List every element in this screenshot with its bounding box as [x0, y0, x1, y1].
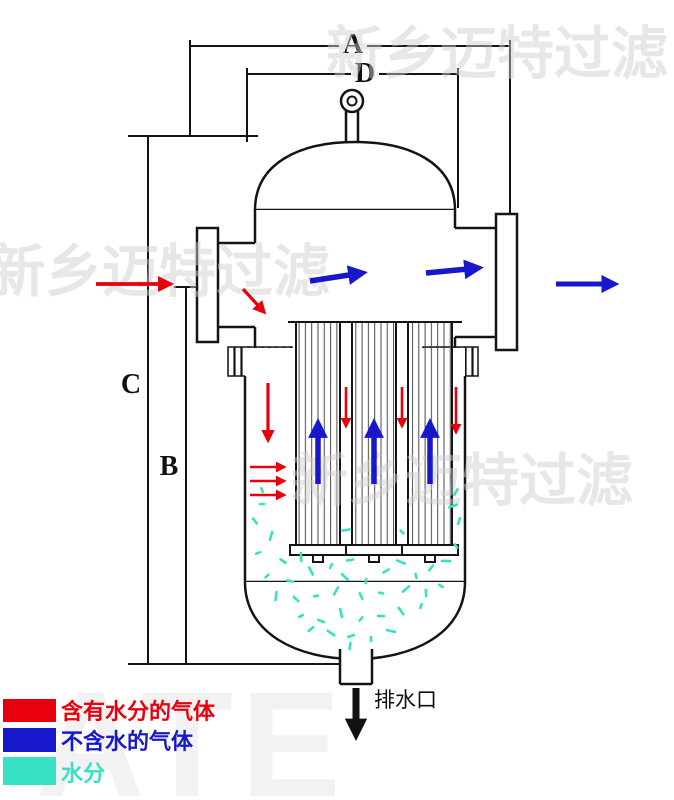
water-droplet	[419, 602, 423, 610]
water-droplet	[346, 633, 356, 639]
water-droplet	[395, 559, 407, 565]
vessel	[195, 88, 519, 686]
watermark-brand: ATE	[36, 660, 349, 800]
legend-swatch-water	[3, 757, 56, 785]
dimension-lines	[128, 40, 511, 665]
water-droplet	[348, 641, 352, 651]
water-droplet	[358, 591, 364, 601]
legend-swatch-dry-gas	[3, 728, 56, 752]
dim-label-A: A	[343, 29, 364, 60]
water-droplet	[377, 591, 385, 595]
water-droplet	[279, 558, 287, 564]
water-droplet	[338, 607, 344, 619]
water-droplet	[268, 530, 274, 542]
water-droplet	[307, 625, 315, 633]
legend-swatch-wet-gas	[3, 699, 56, 722]
watermark-middle-right: 新乡迈特过滤	[291, 449, 633, 513]
water-droplet	[316, 618, 326, 624]
vent-stem	[344, 108, 360, 148]
water-droplet	[427, 564, 435, 572]
water-droplet	[340, 528, 352, 532]
cartridge-end-cap	[289, 544, 347, 556]
water-droplet	[453, 488, 459, 496]
inlet-turn-arrow	[241, 287, 267, 315]
dim-label-A-bg	[339, 29, 367, 57]
water-droplet	[328, 562, 334, 570]
dim-label-D-bg	[351, 59, 379, 86]
inlet-nozzle	[195, 226, 255, 344]
vent-fitting	[339, 88, 365, 148]
water-droplet	[456, 516, 462, 526]
water-droplet	[299, 551, 303, 563]
water-droplet	[259, 486, 265, 494]
cartridge-end-cap	[345, 544, 403, 556]
water-droplet	[345, 558, 355, 562]
water-droplet	[274, 590, 278, 602]
outlet-nozzle	[455, 212, 519, 352]
legend-label-dry-gas: 不含水的气体	[61, 729, 194, 754]
water-droplet	[397, 606, 405, 616]
water-droplet	[251, 517, 259, 525]
dim-label-D: D	[355, 58, 375, 89]
water-droplet	[447, 503, 459, 509]
plenum-dry-gas-arrow-1	[309, 265, 368, 285]
water-droplet	[453, 543, 459, 549]
dry-gas-arrows	[308, 259, 620, 484]
legend: 含有水分的气体 不含水的气体 水分	[3, 699, 216, 786]
drain-nozzle-mask	[341, 646, 371, 684]
water-droplet	[307, 566, 315, 576]
water-droplet	[340, 572, 350, 582]
wet-gas-arrows	[96, 276, 462, 501]
legend-label-water: 水分	[61, 761, 105, 786]
drain-nozzle	[338, 646, 374, 686]
water-droplet	[332, 586, 340, 596]
dim-label-B: B	[160, 451, 179, 482]
watermark-top: 新乡迈特过滤	[326, 22, 668, 86]
water-droplet	[264, 573, 270, 579]
legend-label-wet-gas: 含有水分的气体	[61, 699, 216, 724]
dim-label-C: C	[121, 369, 141, 400]
vent-ring-inner	[346, 95, 358, 107]
water-droplet	[358, 616, 364, 622]
cartridge-end-cap	[401, 544, 459, 556]
cartridge-end-nub	[368, 554, 380, 563]
inlet-flange	[195, 226, 220, 344]
water-droplet	[437, 583, 445, 589]
water-droplet	[414, 572, 418, 580]
outlet-flange	[494, 212, 519, 352]
water-droplet	[285, 579, 295, 583]
water-droplet	[292, 595, 300, 603]
water-droplet-field	[251, 486, 462, 651]
water-droplet	[401, 585, 411, 593]
water-droplet	[385, 628, 397, 634]
water-droplet	[326, 629, 336, 637]
cartridge-end-nub	[312, 554, 324, 563]
plenum-dry-gas-arrow-2	[425, 259, 484, 280]
drain-label: 排水口	[374, 689, 437, 712]
water-droplet	[312, 594, 320, 598]
cartridge-end-nub	[424, 554, 436, 563]
watermark-middle-left: 新乡迈特过滤	[0, 240, 330, 304]
watermarks: 新乡迈特过滤 新乡迈特过滤 新乡迈特过滤 ATE	[0, 22, 668, 800]
top-dome	[253, 140, 457, 212]
water-droplet	[399, 529, 405, 535]
water-droplet	[254, 550, 262, 556]
water-droplet	[382, 568, 390, 574]
water-droplet	[297, 613, 305, 619]
